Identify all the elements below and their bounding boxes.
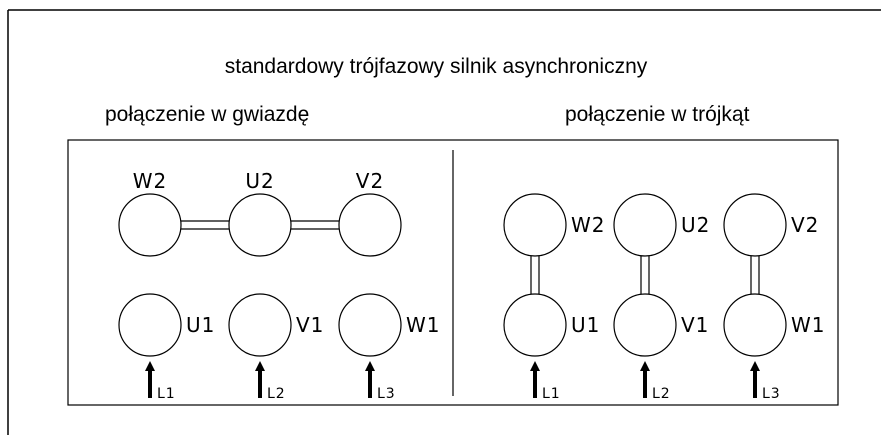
star-connection-label: połączenie w gwiazdę: [105, 103, 309, 126]
delta-bridge-3: [750, 256, 760, 294]
star-bridge-1: [181, 220, 229, 230]
star-arrow-l1-icon: [145, 361, 155, 398]
delta-panel: W2 U2 V2 U1 V1 W1 L1 L2 L3: [503, 193, 826, 402]
star-arrow-l3-icon: [365, 361, 375, 398]
star-terminal-v1: [228, 293, 292, 357]
star-line-l1: L1: [157, 386, 176, 402]
star-terminal-u2: [228, 193, 292, 257]
delta-terminal-w2: [503, 193, 567, 257]
terminal-box: [67, 139, 839, 406]
star-label-w2: W2: [133, 169, 168, 193]
delta-arrow-l2-icon: [640, 361, 650, 398]
delta-bridge-1: [530, 256, 540, 294]
diagram-title: standardowy trójfazowy silnik asynchroni…: [225, 55, 648, 78]
delta-terminal-v1: [613, 293, 677, 357]
delta-connection-label: połączenie w trójkąt: [565, 103, 750, 126]
delta-label-u2: U2: [681, 213, 710, 237]
star-terminal-u1: [118, 293, 182, 357]
star-label-v1: V1: [296, 313, 324, 337]
star-arrow-l2-icon: [255, 361, 265, 398]
delta-label-v2: V2: [791, 213, 819, 237]
delta-line-l3: L3: [762, 386, 781, 402]
star-label-w1: W1: [406, 313, 441, 337]
delta-terminal-w1: [723, 293, 787, 357]
star-bridge-2: [291, 220, 339, 230]
star-line-l2: L2: [267, 386, 286, 402]
star-line-l3: L3: [377, 386, 396, 402]
delta-label-v1: V1: [681, 313, 709, 337]
star-label-u1: U1: [186, 313, 215, 337]
star-panel: W2 U2 V2 U1 V1 W1 L1 L2 L3: [118, 169, 441, 402]
outer-frame: [7, 9, 881, 435]
delta-label-u1: U1: [571, 313, 600, 337]
delta-label-w1: W1: [791, 313, 826, 337]
star-terminal-w1: [338, 293, 402, 357]
delta-terminal-u2: [613, 193, 677, 257]
delta-arrow-l1-icon: [530, 361, 540, 398]
star-label-u2: U2: [245, 169, 274, 193]
delta-arrow-l3-icon: [750, 361, 760, 398]
delta-line-l1: L1: [542, 386, 561, 402]
delta-terminal-v2: [723, 193, 787, 257]
delta-bridge-2: [640, 256, 650, 294]
star-terminal-w2: [118, 193, 182, 257]
delta-line-l2: L2: [652, 386, 671, 402]
delta-terminal-u1: [503, 293, 567, 357]
star-label-v2: V2: [356, 169, 384, 193]
star-terminal-v2: [338, 193, 402, 257]
delta-label-w2: W2: [571, 213, 606, 237]
